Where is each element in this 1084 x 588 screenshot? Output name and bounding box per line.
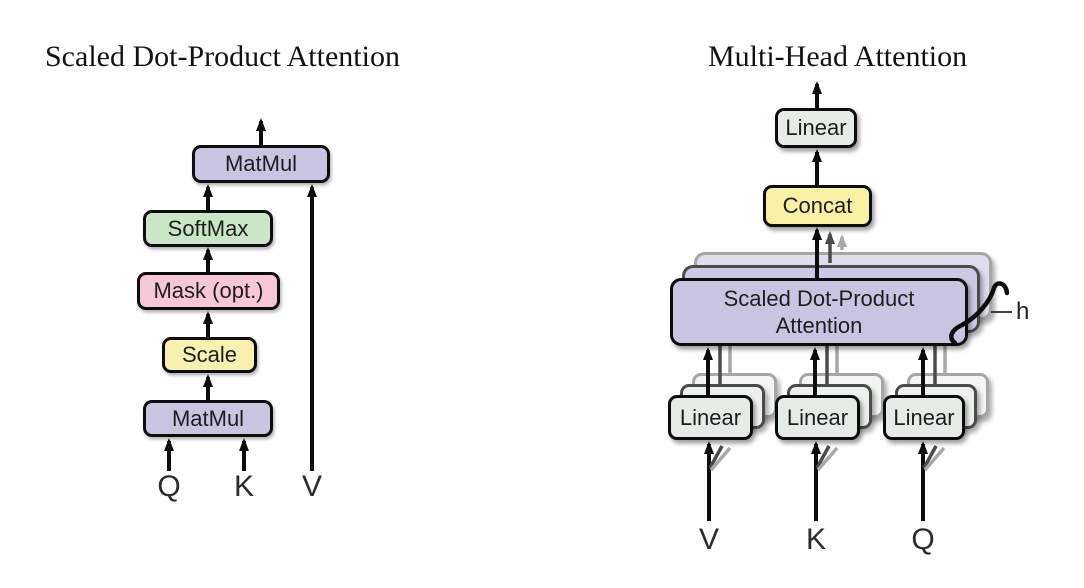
left-input-label-k: K (233, 470, 254, 503)
linear-k-label: Linear (786, 404, 849, 430)
matmul-top-label: MatMul (224, 151, 298, 176)
concat-label: Concat (782, 193, 853, 218)
linear-q-block: Linear (883, 395, 965, 440)
left-input-label-q: Q (157, 470, 181, 503)
concat-block: Concat (763, 185, 872, 227)
sdpa-block: Scaled Dot-Product Attention (670, 278, 968, 346)
linear-v-block: Linear (668, 395, 753, 440)
linear-top-label: Linear (785, 115, 847, 140)
linear-q-label: Linear (893, 404, 955, 430)
scale-block: Scale (162, 337, 257, 373)
right-input-label-v: V (698, 523, 719, 556)
matmul-bottom-block: MatMul (143, 400, 273, 437)
right-diagram-title: Multi-Head Attention (708, 40, 968, 73)
matmul-top-block: MatMul (192, 145, 330, 183)
left-input-label-v: V (301, 470, 322, 503)
head-count-label: h (1016, 298, 1030, 325)
right-input-label-k: K (805, 523, 826, 556)
linear-k-block: Linear (775, 395, 860, 440)
linear-top-block: Linear (775, 108, 857, 148)
linear-v-label: Linear (679, 404, 742, 430)
matmul-bottom-label: MatMul (171, 405, 245, 431)
mask-block: Mask (opt.) (137, 272, 280, 310)
sdpa-label: Scaled Dot-Product Attention (723, 286, 915, 338)
mask-label: Mask (opt.) (153, 278, 264, 303)
softmax-block: SoftMax (143, 210, 273, 247)
right-input-label-q: Q (911, 523, 935, 556)
softmax-label: SoftMax (167, 215, 249, 241)
scale-label: Scale (181, 342, 238, 367)
left-diagram-title: Scaled Dot-Product Attention (45, 40, 400, 73)
